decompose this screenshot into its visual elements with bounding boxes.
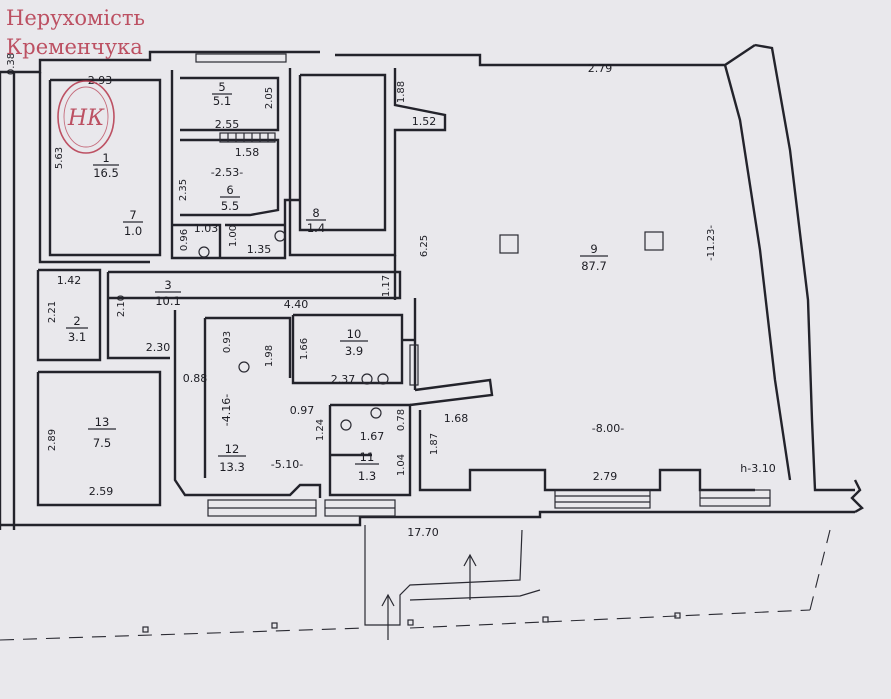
room-11-area: 1.3 [358, 469, 376, 483]
dimension-labels-vertical: 0.38 5.63 2.05 2.35 0.96 1.00 1.88 6.25 … [6, 53, 717, 476]
room-13-area: 7.5 [93, 436, 111, 450]
dim-0-78: 0.78 [396, 409, 407, 431]
room-9-number: 9 [590, 242, 597, 256]
dim-4-16: -4.16- [220, 394, 233, 426]
dim-1-00: 1.00 [228, 225, 239, 247]
room-1-number: 1 [102, 151, 109, 165]
dim-2-30: 2.30 [146, 341, 171, 354]
dim-1-35: 1.35 [247, 243, 272, 256]
room-12-number: 12 [225, 442, 240, 456]
entrance [0, 525, 831, 641]
dim-1-98: 1.98 [264, 345, 275, 367]
dim-4-40: 4.40 [284, 298, 309, 311]
room-5-area: 5.1 [213, 94, 231, 108]
room-8-area: 1.4 [307, 221, 325, 235]
dim-1-66: 1.66 [299, 338, 310, 360]
dim-8-00: -8.00- [592, 422, 624, 435]
dim-2-59: 2.59 [89, 485, 114, 498]
room-10-area: 3.9 [345, 344, 363, 358]
room-labels: 1 16.5 2 3.1 3 10.1 5 5.1 6 5.5 7 1.0 8 … [66, 80, 608, 483]
dim-0-96: 0.96 [179, 229, 190, 251]
dim-2-93: 2.93 [88, 74, 113, 87]
watermark-logo: НК [57, 80, 115, 154]
dim-2-37: 2.37 [331, 373, 356, 386]
dim-2-79-top: 2.79 [588, 62, 613, 75]
windows [195, 53, 771, 517]
dim-1-87: 1.87 [429, 433, 440, 455]
dim-17-70: 17.70 [407, 526, 439, 539]
room-7-area: 1.0 [124, 224, 142, 238]
room-5-number: 5 [218, 80, 225, 94]
dim-1-03: 1.03 [194, 222, 219, 235]
fixtures [198, 230, 389, 431]
watermark-line-1: Нерухомість [6, 6, 145, 30]
room-8-number: 8 [312, 206, 319, 220]
dim-2-55: 2.55 [215, 118, 240, 131]
room-12-area: 13.3 [219, 460, 245, 474]
dim-0-97: 0.97 [290, 404, 315, 417]
dim-0-38: 0.38 [6, 53, 17, 75]
room-6-number: 6 [226, 183, 233, 197]
dim-11-23: -11.23- [706, 225, 717, 261]
dim-1-04: 1.04 [396, 454, 407, 476]
dim-1-24: 1.24 [315, 419, 326, 441]
room-2-number: 2 [73, 314, 80, 328]
room-3-area: 10.1 [155, 294, 181, 308]
dim-2-35: 2.35 [178, 179, 189, 201]
dim-1-58: 1.58 [235, 146, 260, 159]
dim-h-3-10: h-3.10 [740, 462, 775, 475]
room-10-number: 10 [347, 327, 362, 341]
dim-5-10: -5.10- [271, 458, 303, 471]
dim-1-17: 1.17 [381, 275, 392, 297]
room-9-area: 87.7 [581, 259, 607, 273]
dim-1-52: 1.52 [412, 115, 437, 128]
room-2-area: 3.1 [68, 330, 86, 344]
dim-5-63: 5.63 [54, 147, 65, 169]
dim-6-25: 6.25 [419, 235, 430, 257]
outer-walls [0, 43, 864, 530]
dim-2-53: -2.53- [211, 166, 243, 179]
dim-2-79-bottom: 2.79 [593, 470, 618, 483]
dim-2-89: 2.89 [47, 429, 58, 451]
interior-walls [36, 68, 755, 507]
room-3-number: 3 [164, 278, 171, 292]
room-11-number: 11 [360, 450, 375, 464]
room-6-area: 5.5 [221, 199, 239, 213]
watermark-line-2: Кременчука [6, 35, 143, 59]
dim-1-67: 1.67 [360, 430, 385, 443]
dim-0-88: 0.88 [183, 372, 208, 385]
room-7-number: 7 [129, 208, 136, 222]
dim-1-88: 1.88 [396, 81, 407, 103]
dimension-labels: 2.93 2.55 1.58 -2.53- 1.03 1.35 1.52 2.7… [57, 62, 776, 539]
watermark-logo-letters: НК [67, 106, 105, 131]
room-1-area: 16.5 [93, 166, 119, 180]
dim-2-10: 2.10 [116, 295, 127, 317]
dim-1-68: 1.68 [444, 412, 469, 425]
room-13-number: 13 [95, 415, 110, 429]
dim-1-42: 1.42 [57, 274, 82, 287]
dim-2-05: 2.05 [264, 87, 275, 109]
dim-0-93: 0.93 [222, 331, 233, 353]
dim-2-21: 2.21 [47, 301, 58, 323]
watermark-text: Нерухомість Кременчука [6, 4, 145, 62]
